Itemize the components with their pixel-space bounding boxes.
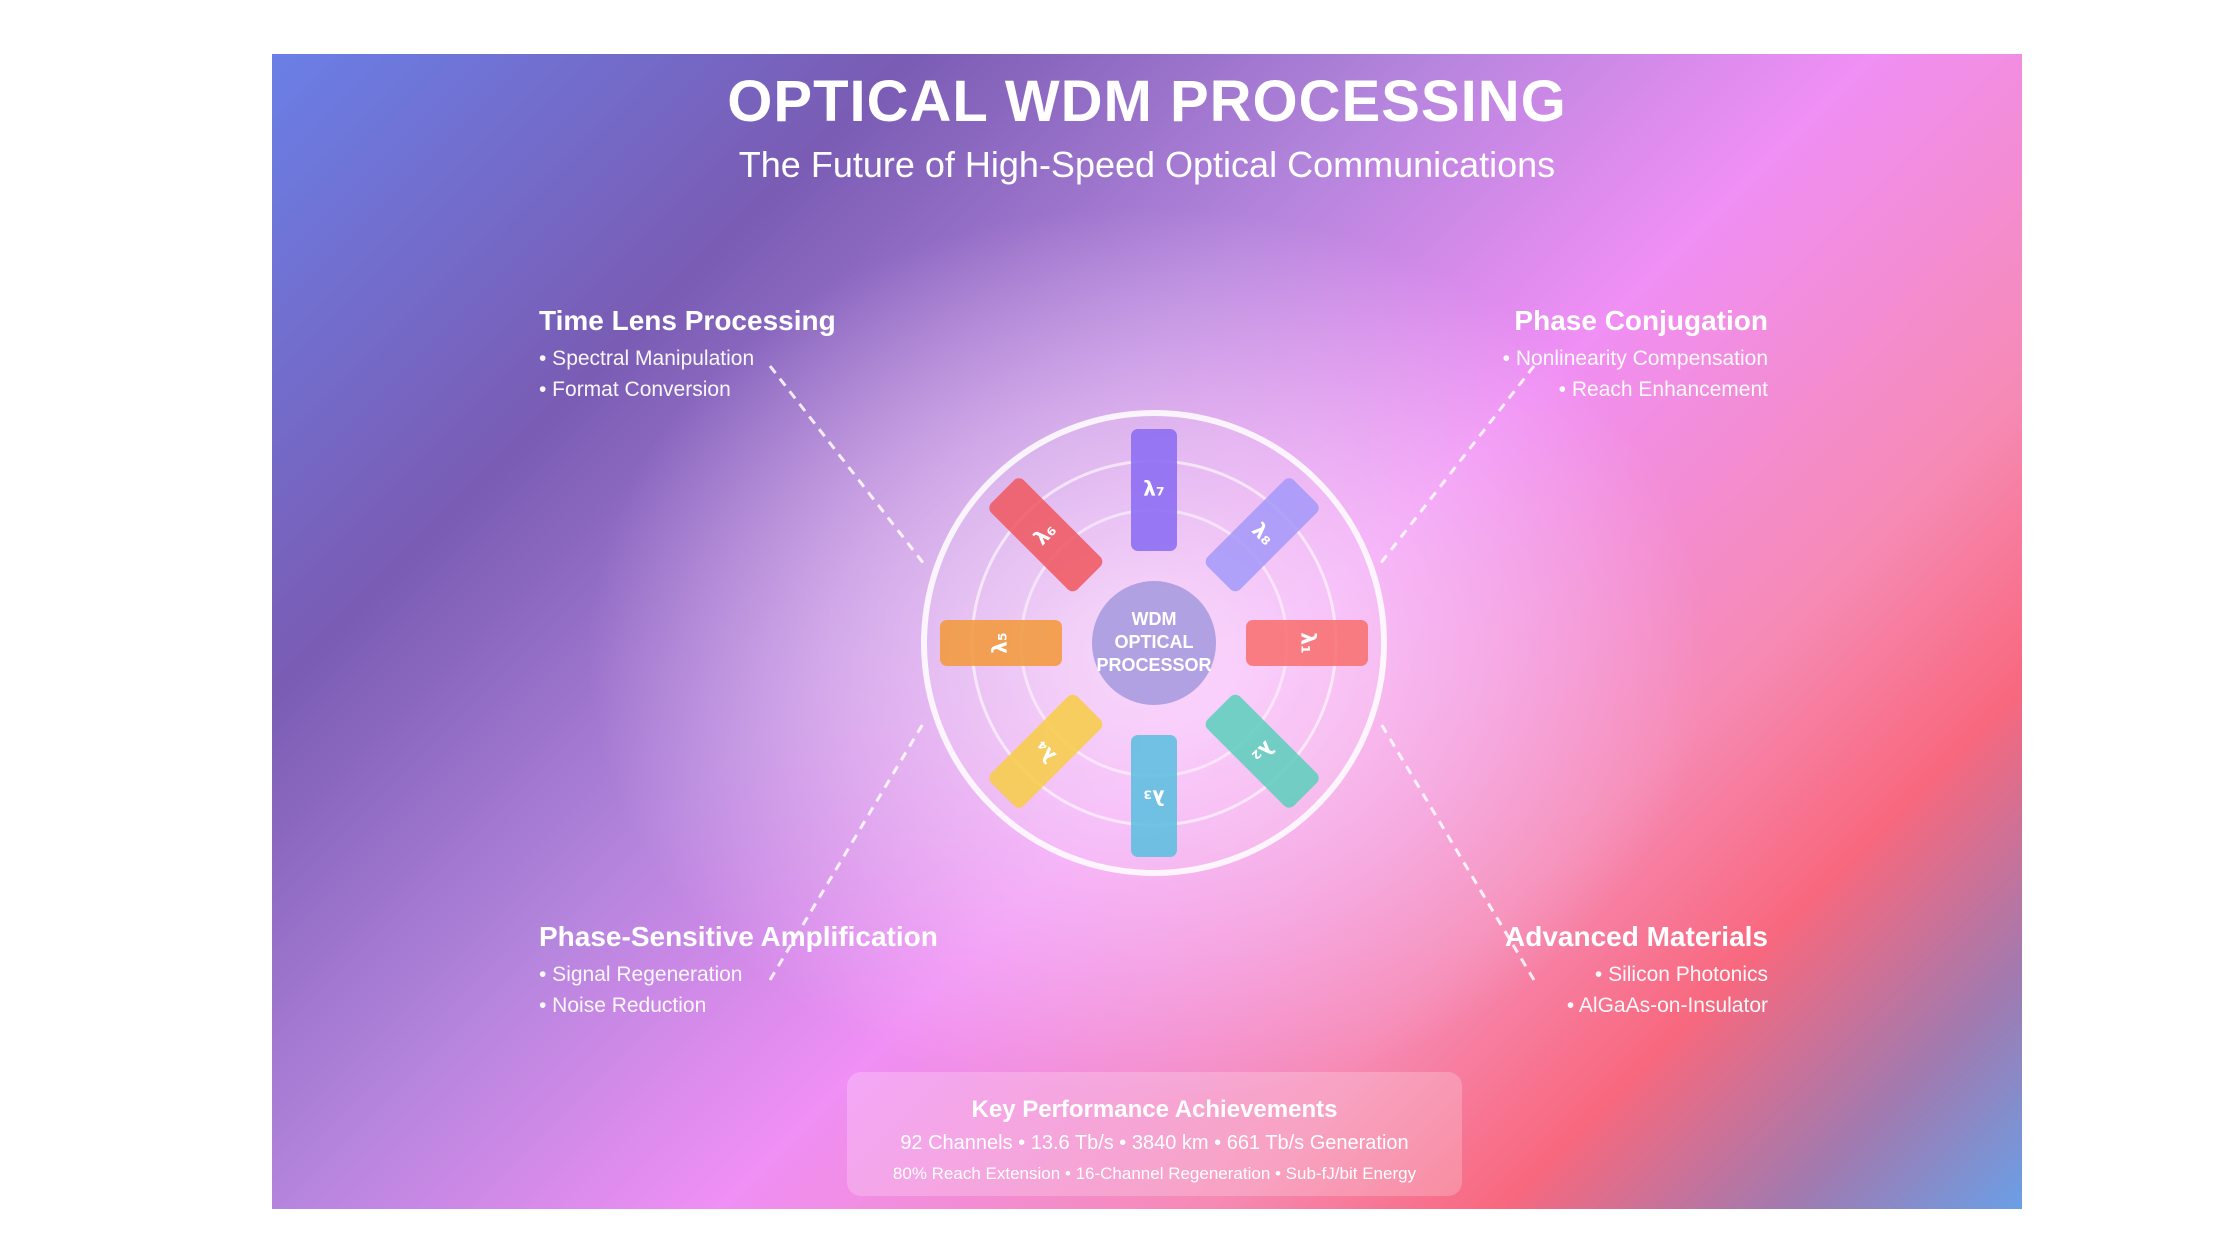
connector-lines: [768, 365, 1536, 981]
feature-time-lens: Time Lens Processing • Spectral Manipula…: [539, 305, 836, 405]
connector-line-materials: [1378, 721, 1536, 981]
feature-title: Advanced Materials: [1505, 921, 1768, 952]
wavelength-channel: λ₈: [1205, 478, 1319, 592]
connector-line-phase-conjugation: [1378, 365, 1536, 565]
feature-item: • Noise Reduction: [539, 994, 707, 1017]
page-title: OPTICAL WDM PROCESSING: [727, 69, 1567, 134]
wavelength-channel: λ₁: [1246, 620, 1368, 666]
channel-block: [1131, 429, 1177, 551]
feature-item: • Silicon Photonics: [1594, 963, 1768, 986]
feature-item: • Signal Regeneration: [539, 963, 743, 986]
wavelength-channels: λ₁ λ₂ λ₃ λ₄ λ₅ λ₆ λ₇ λ₈: [940, 429, 1368, 857]
feature-phase-conjugation: Phase Conjugation • Nonlinearity Compens…: [1503, 305, 1768, 405]
channel-label: λ₇: [1143, 477, 1164, 501]
channel-block: [989, 694, 1103, 808]
channel-block: [1205, 694, 1319, 808]
wavelength-channel: λ₂: [1205, 694, 1319, 808]
processor-label-line-2: OPTICAL: [1115, 632, 1194, 652]
channel-block: [989, 478, 1103, 592]
wavelength-channel: λ₆: [989, 478, 1103, 592]
achievements-line-2: 80% Reach Extension • 16-Channel Regener…: [892, 1164, 1417, 1183]
infographic-panel: OPTICAL WDM PROCESSING The Future of Hig…: [272, 54, 2022, 1209]
wavelength-channel: λ₅: [940, 620, 1062, 666]
feature-item: • AlGaAs-on-Insulator: [1566, 994, 1768, 1017]
channel-block: [1246, 620, 1368, 666]
feature-item: • Reach Enhancement: [1558, 378, 1768, 401]
processor-core: [1092, 581, 1216, 705]
feature-item: • Nonlinearity Compensation: [1502, 347, 1768, 370]
wdm-processor-diagram: λ₁ λ₂ λ₃ λ₄ λ₅ λ₆ λ₇ λ₈ WDM OPTICAL PROCESSOR: [768, 365, 1536, 981]
connector-line-time-lens: [768, 365, 926, 565]
achievements-line-1: 92 Channels • 13.6 Tb/s • 3840 km • 661 …: [900, 1132, 1409, 1154]
wavelength-channel: λ₄: [989, 694, 1103, 808]
feature-title: Phase-Sensitive Amplification: [539, 921, 938, 952]
feature-title: Phase Conjugation: [1514, 305, 1768, 336]
channel-block: [940, 620, 1062, 666]
feature-item: • Format Conversion: [539, 378, 731, 401]
connector-line-psa: [768, 721, 926, 981]
achievements-title: Key Performance Achievements: [971, 1096, 1338, 1123]
processor-label-line-1: WDM: [1132, 609, 1177, 629]
achievements-box: Key Performance Achievements 92 Channels…: [847, 1072, 1462, 1196]
wavelength-channel: λ₇: [1131, 429, 1177, 551]
feature-title: Time Lens Processing: [539, 305, 836, 336]
feature-item: • Spectral Manipulation: [539, 347, 755, 370]
wavelength-channel: λ₃: [1131, 735, 1177, 857]
channel-block: [1131, 735, 1177, 857]
feature-advanced-materials: Advanced Materials • Silicon Photonics •…: [1505, 921, 1768, 1021]
channel-block: [1205, 478, 1319, 592]
page-subtitle: The Future of High-Speed Optical Communi…: [738, 144, 1556, 185]
feature-phase-sensitive-amplification: Phase-Sensitive Amplification • Signal R…: [539, 921, 938, 1021]
channel-label: λ₅: [988, 632, 1012, 653]
processor-label-line-3: PROCESSOR: [1096, 655, 1211, 675]
channel-label: λ₁: [1297, 632, 1321, 653]
channel-label: λ₃: [1143, 786, 1164, 810]
